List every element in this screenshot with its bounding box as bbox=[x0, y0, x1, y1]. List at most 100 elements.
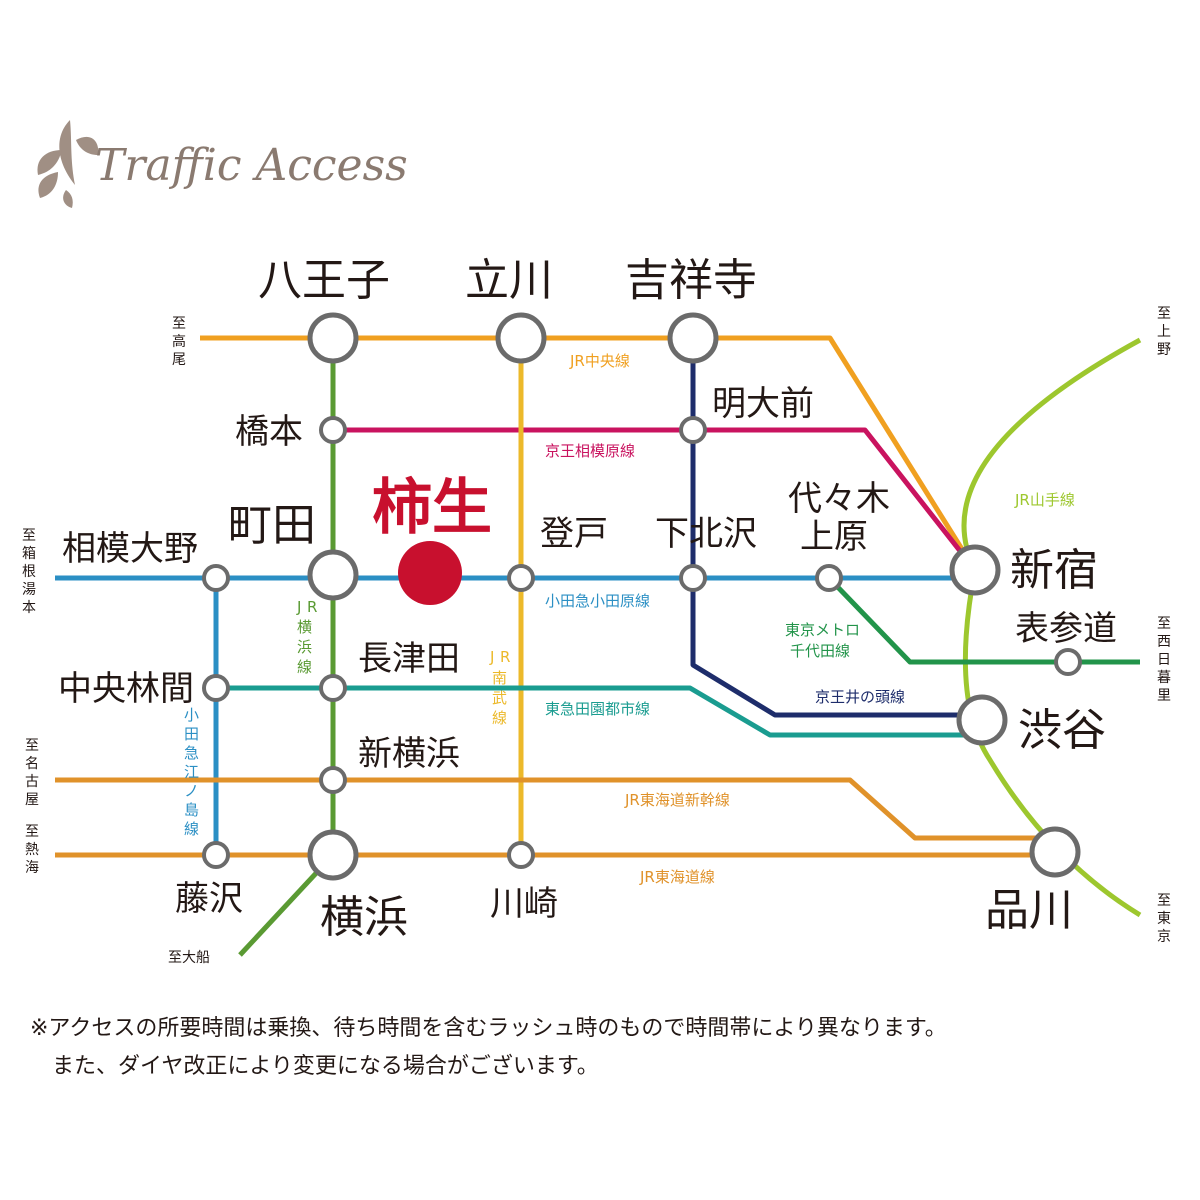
svg-text:線: 線 bbox=[492, 709, 507, 727]
station-marker-shinjuku bbox=[949, 544, 1001, 596]
line-keio-inokashira bbox=[690, 338, 990, 718]
station-label-shinyokohama: 新横浜 bbox=[358, 734, 460, 774]
station-label-kawasaki: 川崎 bbox=[490, 884, 558, 924]
svg-text:至: 至 bbox=[1157, 306, 1171, 322]
svg-text:野: 野 bbox=[1157, 342, 1171, 358]
line-label-odakyu-odawara: 小田急小田原線 bbox=[545, 592, 650, 610]
svg-text:暮: 暮 bbox=[1157, 670, 1171, 686]
svg-text:屋: 屋 bbox=[25, 792, 39, 808]
svg-text:江: 江 bbox=[184, 763, 199, 781]
line-tokyu-denentoshi bbox=[216, 685, 990, 738]
station-label-noborito: 登戸 bbox=[540, 514, 608, 554]
station-label-shinjuku: 新宿 bbox=[1010, 545, 1098, 596]
svg-text:線: 線 bbox=[297, 658, 312, 676]
station-marker-omotesando bbox=[1054, 648, 1082, 676]
svg-text:古: 古 bbox=[25, 774, 39, 790]
current-station-marker bbox=[398, 541, 462, 605]
station-label-fujisawa: 藤沢 bbox=[175, 879, 243, 919]
line-label-chiyoda-1: 東京メトロ bbox=[785, 621, 860, 639]
svg-text:田: 田 bbox=[184, 725, 199, 743]
svg-text:南: 南 bbox=[492, 669, 507, 687]
station-label-hashimoto: 橋本 bbox=[235, 412, 303, 452]
line-label-chiyoda-2: 千代田線 bbox=[790, 642, 850, 660]
station-label-uehara: 上原 bbox=[800, 517, 868, 557]
footnote-line-1: ※アクセスの所要時間は乗換、待ち時間を含むラッシュ時のもので時間帯により異なりま… bbox=[30, 1016, 947, 1041]
station-marker-nagatsuta bbox=[319, 674, 347, 702]
svg-text:J: J bbox=[489, 648, 494, 666]
station-label-chuorinkan: 中央林間 bbox=[58, 669, 194, 709]
station-marker-kawasaki bbox=[507, 841, 535, 869]
page-title: Traffic Access bbox=[95, 140, 408, 191]
station-marker-meidaimae bbox=[679, 416, 707, 444]
svg-text:至: 至 bbox=[22, 528, 36, 544]
station-label-kichijoji: 吉祥寺 bbox=[625, 255, 757, 306]
line-label-keio-sagamihara: 京王相模原線 bbox=[545, 442, 635, 460]
line-keio-sagamihara bbox=[333, 427, 977, 572]
line-label-jr-chuo: JR中央線 bbox=[569, 352, 630, 370]
station-marker-chuorinkan bbox=[202, 674, 230, 702]
svg-text:至: 至 bbox=[1157, 893, 1171, 909]
svg-text:根: 根 bbox=[22, 564, 36, 580]
direction-label-nagoya: 至名 古屋 bbox=[25, 738, 39, 808]
direction-label-atami: 至熱 海 bbox=[25, 824, 39, 876]
station-label-yokohama: 横浜 bbox=[320, 892, 408, 943]
direction-label-ofuna: 至大船 bbox=[168, 950, 210, 966]
svg-text:ノ: ノ bbox=[184, 782, 199, 800]
current-station-label: 柿生 bbox=[372, 473, 492, 543]
footnote: ※アクセスの所要時間は乗換、待ち時間を含むラッシュ時のもので時間帯により異なりま… bbox=[30, 1010, 1180, 1086]
line-jr-chuo bbox=[200, 335, 978, 572]
station-marker-hashimoto bbox=[319, 416, 347, 444]
svg-text:上: 上 bbox=[1157, 324, 1171, 340]
station-marker-shibuya bbox=[956, 694, 1008, 746]
station-label-tachikawa: 立川 bbox=[465, 255, 553, 306]
svg-text:武: 武 bbox=[492, 689, 507, 707]
direction-label-nishinippori: 至西 日暮 里 bbox=[1157, 616, 1171, 704]
station-marker-shimokitazawa bbox=[679, 564, 707, 592]
station-marker-yokohama bbox=[307, 829, 359, 881]
svg-text:至: 至 bbox=[25, 824, 39, 840]
svg-text:R: R bbox=[307, 598, 317, 616]
line-label-jr-tokaido: JR東海道線 bbox=[639, 868, 715, 886]
svg-text:京: 京 bbox=[1157, 929, 1171, 945]
direction-label-hakone-yumoto: 至箱 根湯 本 bbox=[22, 528, 36, 616]
station-marker-shinyokohama bbox=[319, 766, 347, 794]
station-marker-fujisawa bbox=[202, 841, 230, 869]
svg-text:熱: 熱 bbox=[25, 842, 39, 858]
station-marker-shinagawa bbox=[1029, 826, 1081, 878]
footnote-line-2: また、ダイヤ改正により変更になる場合がございます。 bbox=[30, 1054, 599, 1079]
direction-label-ueno: 至上 野 bbox=[1157, 306, 1171, 358]
svg-text:小: 小 bbox=[184, 706, 199, 724]
station-label-machida: 町田 bbox=[228, 500, 316, 551]
station-marker-machida bbox=[307, 549, 359, 601]
svg-text:浜: 浜 bbox=[297, 638, 312, 656]
station-label-sagamiono: 相模大野 bbox=[62, 529, 198, 569]
svg-text:至: 至 bbox=[1157, 616, 1171, 632]
svg-text:島: 島 bbox=[184, 801, 199, 819]
station-label-omotesando: 表参道 bbox=[1015, 609, 1117, 649]
svg-text:名: 名 bbox=[25, 756, 39, 772]
svg-text:至: 至 bbox=[172, 316, 186, 332]
svg-text:急: 急 bbox=[184, 744, 199, 762]
line-label-jr-yamanote: JR山手線 bbox=[1014, 491, 1075, 509]
station-marker-kichijoji bbox=[667, 312, 719, 364]
line-label-odakyu-enoshima: 小田 急江 ノ島 線 bbox=[184, 706, 199, 838]
leaf-ornament-icon bbox=[37, 120, 99, 208]
svg-text:里: 里 bbox=[1157, 688, 1171, 704]
svg-text:箱: 箱 bbox=[22, 546, 36, 562]
station-marker-hachioji bbox=[307, 312, 359, 364]
station-label-hachioji: 八王子 bbox=[258, 255, 390, 306]
station-marker-noborito bbox=[507, 564, 535, 592]
svg-text:海: 海 bbox=[25, 860, 39, 876]
station-marker-yoyogiuehara bbox=[815, 564, 843, 592]
line-label-tokyu-denentoshi: 東急田園都市線 bbox=[545, 700, 650, 718]
station-marker-tachikawa bbox=[495, 312, 547, 364]
line-label-jr-tokaido-shinkansen: JR東海道新幹線 bbox=[624, 791, 730, 809]
direction-label-takao: 至高 尾 bbox=[172, 316, 186, 368]
svg-text:線: 線 bbox=[184, 820, 199, 838]
station-label-nagatsuta: 長津田 bbox=[358, 639, 460, 679]
station-label-yoyogi: 代々木 bbox=[788, 479, 890, 519]
station-label-meidaimae: 明大前 bbox=[712, 384, 814, 424]
svg-text:西: 西 bbox=[1157, 634, 1171, 650]
